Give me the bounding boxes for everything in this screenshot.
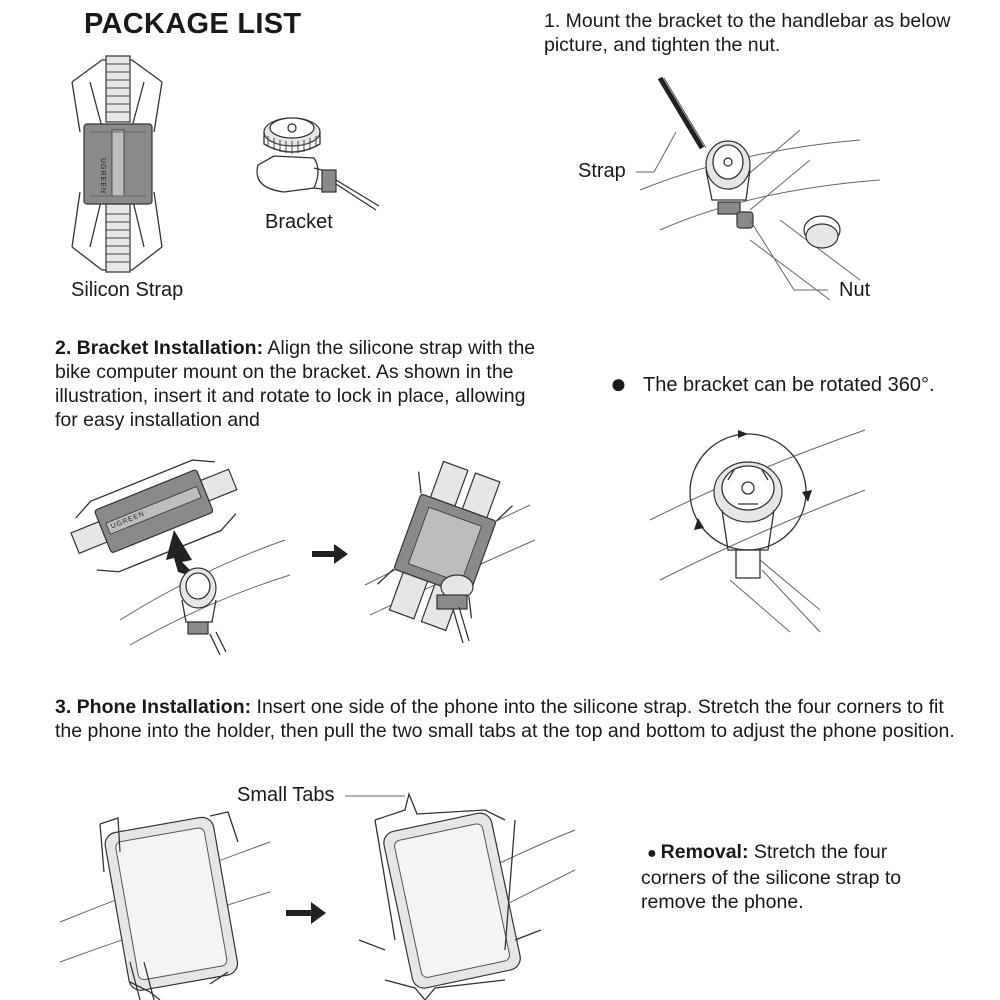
arrow-right-icon: [312, 544, 348, 564]
rotation-note: The bracket can be rotated 360°.: [643, 374, 935, 396]
step1-instruction: 1. Mount the bracket to the handlebar as…: [544, 10, 951, 56]
page-title: PACKAGE LIST: [84, 8, 302, 40]
bracket-installation-illustration: [70, 459, 291, 656]
handlebar-mount-illustration: [636, 76, 881, 301]
arrow-right-icon-2: [286, 902, 326, 924]
rotate-arrow-icon: [738, 430, 748, 438]
removal-bullet: ●: [647, 845, 657, 862]
rotation-bullet: ●: [610, 368, 627, 399]
silicone-strap-illustration: [71, 55, 163, 273]
phone-insertion-illustration: [59, 811, 271, 1000]
strap-logo: UGREEN: [99, 158, 106, 194]
bracket-label: Bracket: [265, 211, 333, 233]
removal-note: ●Removal: Stretch the four corners of th…: [641, 840, 941, 914]
removal-heading: Removal:: [660, 841, 749, 863]
step3-body: Insert one side of the phone into the si…: [55, 696, 955, 742]
step2-heading: 2. Bracket Installation:: [55, 337, 264, 359]
step3-heading: 3. Phone Installation:: [55, 696, 252, 718]
bracket-illustration: [256, 117, 380, 211]
bracket-rotation-illustration: [649, 429, 866, 633]
step3-instruction: 3. Phone Installation: Insert one side o…: [55, 695, 955, 743]
step2-instruction: 2. Bracket Installation: Align the silic…: [55, 336, 545, 432]
silicon-strap-label: Silicon Strap: [71, 279, 184, 301]
removal-body: Stretch the four corners of the silicone…: [641, 841, 902, 913]
nut-callout: Nut: [839, 279, 871, 301]
phone-installed-illustration: [345, 791, 576, 1000]
arrow-down-icon: [166, 530, 198, 578]
small-tabs-callout: Small Tabs: [237, 784, 335, 806]
strap-callout: Strap: [578, 160, 626, 182]
step2-body: Align the silicone strap with the bike c…: [55, 337, 536, 431]
bracket-installed-illustration: [364, 460, 536, 644]
